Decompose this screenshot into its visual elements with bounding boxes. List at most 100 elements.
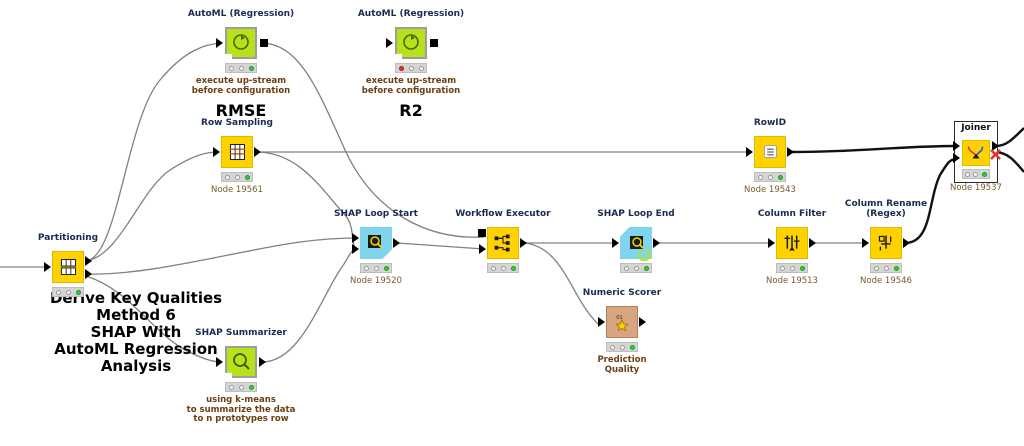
automl-icon xyxy=(395,27,427,59)
port-out-joiner-top[interactable] xyxy=(992,141,999,151)
node-shap-loop-end-label: SHAP Loop End xyxy=(597,209,675,219)
port-out-shap-loop-end[interactable] xyxy=(653,238,660,248)
port-in-partitioning[interactable] xyxy=(44,262,51,272)
numeric-scorer-icon: 01 xyxy=(606,306,638,338)
partitioning-icon xyxy=(52,251,84,283)
port-in-numeric-scorer[interactable] xyxy=(598,317,605,327)
port-in-rowid[interactable] xyxy=(746,147,753,157)
led-green xyxy=(248,65,254,71)
port-out-row-sampling[interactable] xyxy=(254,147,261,157)
port-out-numeric-scorer[interactable] xyxy=(639,317,646,327)
led-off-1 xyxy=(779,265,785,271)
led-off-2 xyxy=(500,265,506,271)
edge-rowsampling-loopstart xyxy=(257,151,358,249)
led-green xyxy=(982,171,988,177)
port-out-automl-rmse-flow[interactable] xyxy=(260,39,268,47)
column-filter-icon xyxy=(776,227,808,259)
port-in-column-rename[interactable] xyxy=(862,238,869,248)
port-in-shap-loop-start-bottom[interactable] xyxy=(352,244,359,254)
shap-loop-end-status xyxy=(620,263,652,273)
led-off-1 xyxy=(408,65,414,71)
node-column-filter-label: Column Filter xyxy=(757,209,827,219)
port-in-shap-loop-start-top[interactable] xyxy=(352,233,359,243)
workflow-executor-status xyxy=(487,263,519,273)
led-green xyxy=(248,384,254,390)
column-rename-label-line-1: Column Rename xyxy=(844,199,928,209)
node-automl-rmse-label: AutoML (Regression) xyxy=(187,9,295,19)
port-out-partitioning-top[interactable] xyxy=(85,256,92,266)
port-out-column-filter[interactable] xyxy=(809,238,816,248)
column-filter-status xyxy=(776,263,808,273)
port-out-partitioning-bottom[interactable] xyxy=(85,269,92,279)
node-row-sampling-label: Row Sampling xyxy=(201,118,273,128)
led-off-2 xyxy=(418,65,424,71)
port-in-joiner-top[interactable] xyxy=(953,141,960,151)
led-off-1 xyxy=(363,265,369,271)
port-out-automl-r2-flow[interactable] xyxy=(430,39,438,47)
automl-note-line-1: execute up-stream xyxy=(195,76,287,86)
port-in-joiner-bottom[interactable] xyxy=(953,153,960,163)
led-red xyxy=(398,65,404,71)
edge-partitioning-rowsampling xyxy=(85,151,219,262)
shap-sum-line-2: to summarize the data xyxy=(186,404,296,415)
port-in-workflow-executor-flow[interactable] xyxy=(478,229,486,237)
led-green xyxy=(75,289,81,295)
numeric-scorer-line-2: Quality xyxy=(604,364,640,375)
svg-text:01: 01 xyxy=(616,315,622,321)
port-out-shap-summarizer[interactable] xyxy=(259,357,266,367)
joiner-status xyxy=(962,169,990,179)
magnifier-icon xyxy=(225,346,257,378)
numeric-scorer-status xyxy=(606,342,638,352)
port-in-workflow-executor-table[interactable] xyxy=(479,244,486,254)
numeric-scorer-line-1: Prediction xyxy=(597,355,647,365)
led-off-2 xyxy=(238,384,244,390)
led-off-2 xyxy=(238,65,244,71)
shap-loop-start-icon xyxy=(360,227,392,259)
port-in-shap-summarizer[interactable] xyxy=(216,357,223,367)
annotation-line-2: Method 6 xyxy=(96,306,176,324)
port-in-shap-loop-end[interactable] xyxy=(612,238,619,248)
rowid-nodeid: Node 19543 xyxy=(744,185,796,195)
shap-summarizer-status xyxy=(225,382,257,392)
shap-loop-start-status xyxy=(360,263,392,273)
automl-r2-bigname: R2 xyxy=(399,101,423,120)
led-green xyxy=(383,265,389,271)
annotation-line-3: SHAP With xyxy=(90,323,182,341)
led-off-1 xyxy=(757,174,763,180)
node-numeric-scorer-label: Numeric Scorer xyxy=(582,288,662,298)
port-in-automl-rmse[interactable] xyxy=(216,38,223,48)
port-in-automl-r2[interactable] xyxy=(386,38,393,48)
automl-r2-note: execute up-stream before configuration xyxy=(331,76,491,96)
led-off-1 xyxy=(228,65,234,71)
led-off-1 xyxy=(964,171,970,177)
port-in-column-filter[interactable] xyxy=(768,238,775,248)
port-out-shap-loop-start[interactable] xyxy=(393,238,400,248)
led-green xyxy=(893,265,899,271)
led-off-1 xyxy=(623,265,629,271)
led-off-2 xyxy=(883,265,889,271)
port-out-column-rename[interactable] xyxy=(903,238,910,248)
node-rowid-label: RowID xyxy=(753,118,787,128)
port-in-row-sampling[interactable] xyxy=(213,147,220,157)
loop-arrow-icon xyxy=(636,247,652,263)
node-partitioning-label: Partitioning xyxy=(37,233,99,243)
rowid-status xyxy=(754,172,786,182)
led-off-2 xyxy=(65,289,71,295)
automl-icon xyxy=(225,27,257,59)
led-off-1 xyxy=(55,289,61,295)
node-column-rename-label: Column Rename (Regex) xyxy=(816,199,956,219)
port-out-workflow-executor[interactable] xyxy=(520,238,527,248)
shap-loop-start-nodeid: Node 19520 xyxy=(350,276,402,286)
automl-note-line-1: execute up-stream xyxy=(365,76,457,86)
numeric-scorer-note: Prediction Quality xyxy=(542,355,702,375)
edge-rowid-joiner xyxy=(790,144,958,154)
workflow-title-annotation: Derive Key Qualities Method 6 SHAP With … xyxy=(0,290,272,375)
node-automl-r2-label: AutoML (Regression) xyxy=(357,9,465,19)
port-out-rowid[interactable] xyxy=(787,147,794,157)
automl-rmse-bigname: RMSE xyxy=(215,101,267,120)
joiner-icon xyxy=(962,140,990,166)
led-green xyxy=(244,174,250,180)
led-green xyxy=(643,265,649,271)
led-green xyxy=(799,265,805,271)
